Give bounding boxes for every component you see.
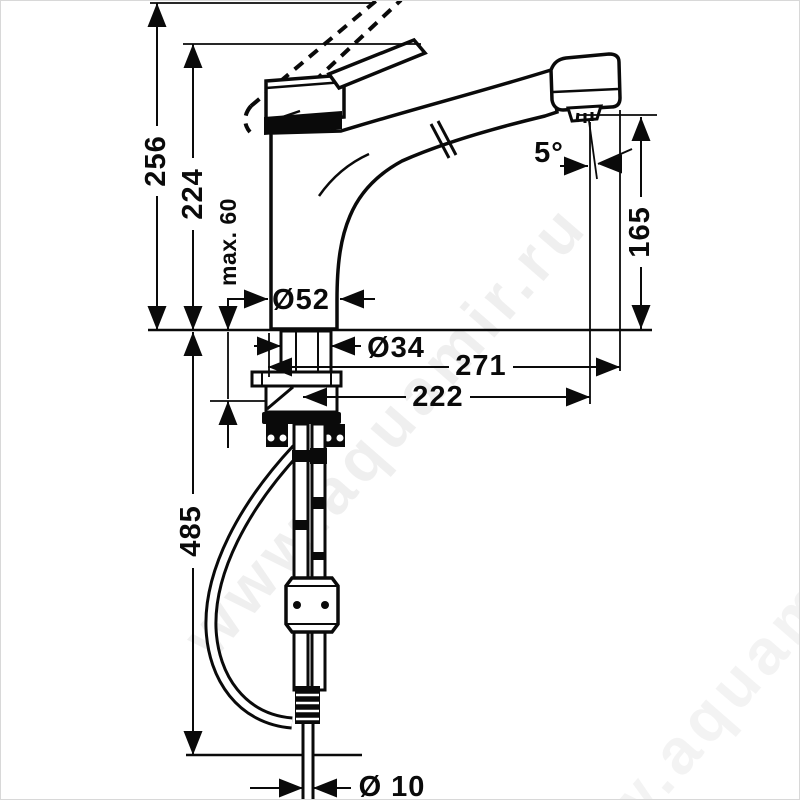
dim-spray-angle: 5° [534,137,564,169]
dim-height-total: 256 [140,135,172,186]
hose-loop-inner [207,446,300,727]
faucet-body-spout [269,67,559,331]
spout-crease [317,152,370,197]
dim-hose-length: 485 [175,505,207,556]
supply-pipe-end [301,724,315,800]
dim-deck-max: max. 60 [215,198,241,286]
head-joint-band [264,111,342,135]
spray-head [549,52,622,112]
supply-tube [292,422,310,692]
dim-body-dia: Ø52 [272,284,330,316]
clamp-band [262,412,341,424]
faucet-outline [243,0,622,331]
dim-pipe-dia: Ø 10 [359,771,426,800]
dimension-graphics [147,2,657,798]
watermark-text-echo: www.aquamir.ru [513,449,800,800]
hose-connector [295,686,320,724]
stabilizer-washer [250,370,343,388]
dim-height-handle: 224 [177,168,209,219]
lever-handle [326,37,428,91]
dim-reach-total: 271 [455,350,506,382]
dim-shank-dia: Ø34 [367,332,425,364]
dim-outlet-height: 165 [624,206,656,257]
dimension-labels: 256 224 max. 60 485 165 Ø52 Ø34 271 222 … [140,135,656,800]
arrowheads [147,3,651,798]
dim-reach-outlet: 222 [412,381,463,413]
hose-weight [284,576,340,634]
